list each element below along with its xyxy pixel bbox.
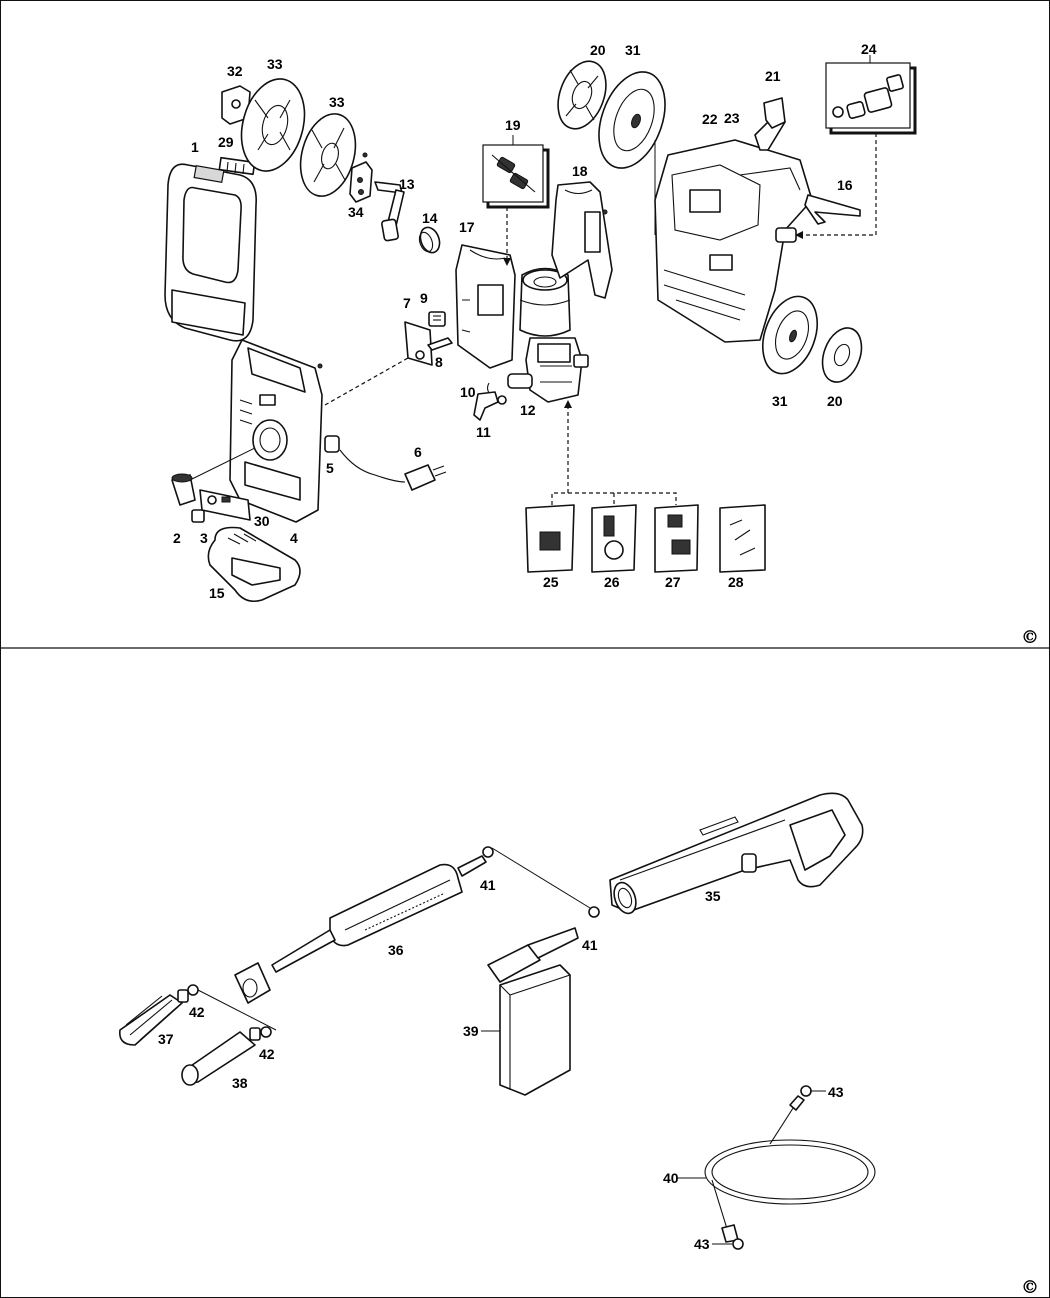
label-part-17: 17 [459, 219, 475, 235]
label-part-30: 30 [254, 513, 270, 529]
part-40-hose [704, 1095, 876, 1243]
part-17-motor-housing [455, 244, 516, 369]
part-1-front-cover [164, 163, 257, 342]
label-part-12: 12 [520, 402, 536, 418]
part-25-kit [525, 504, 575, 573]
part-9-switch [428, 311, 446, 327]
part-6-power-cord [339, 449, 447, 491]
part-14-knob [418, 226, 441, 254]
label-part-15: 15 [209, 585, 225, 601]
copyright-mark-bottom: © [1021, 1277, 1039, 1298]
part-11-valve [473, 391, 507, 421]
part-4-main-body [229, 339, 323, 523]
label-part-21: 21 [765, 68, 781, 84]
part-34-bracket [349, 161, 373, 203]
part-20-hubcap-bottom [821, 327, 863, 383]
label-part-25: 25 [543, 574, 559, 590]
label-part-37: 37 [158, 1031, 174, 1047]
part-19-carbon-brushes [482, 135, 550, 209]
label-part-7: 7 [403, 295, 411, 311]
part-24-inlet-fittings [825, 55, 917, 135]
part-35-spray-gun [609, 792, 864, 915]
part-22-chassis-frame [654, 139, 813, 343]
label-part-31-top: 31 [625, 42, 641, 58]
label-part-20-top: 20 [590, 42, 606, 58]
label-part-34: 34 [348, 204, 364, 220]
label-part-26: 26 [604, 574, 620, 590]
label-part-38: 38 [232, 1075, 248, 1091]
label-part-2: 2 [173, 530, 181, 546]
part-33-reel-disc-front [299, 113, 368, 197]
copyright-mark-top: © [1021, 627, 1039, 648]
label-part-5: 5 [326, 460, 334, 476]
motor-assembly [519, 267, 571, 337]
part-31-wheel-bottom [762, 295, 818, 375]
part-29-grille [218, 156, 256, 176]
label-part-18: 18 [572, 163, 588, 179]
part-16-strap [804, 194, 861, 225]
label-part-14: 14 [422, 210, 438, 226]
part-38-adjustable-nozzle [181, 1027, 261, 1086]
label-part-33-front: 33 [329, 94, 345, 110]
label-part-41-upper: 41 [480, 877, 496, 893]
part-15-base-handle [207, 526, 301, 603]
part-8-connector [427, 337, 453, 351]
label-part-27: 27 [665, 574, 681, 590]
part-20-hubcap-top [557, 60, 607, 130]
label-part-4: 4 [290, 530, 298, 546]
part-36-lance [234, 855, 487, 1004]
label-part-24: 24 [861, 41, 877, 57]
label-part-35: 35 [705, 888, 721, 904]
label-part-43-upper: 43 [828, 1084, 844, 1100]
part-12-pump [507, 337, 589, 403]
label-part-39: 39 [463, 1023, 479, 1039]
part-7-switch-plate [404, 321, 433, 366]
label-part-42-lower: 42 [259, 1046, 275, 1062]
label-part-20-bottom: 20 [827, 393, 843, 409]
part-5-cable-clip [324, 435, 340, 453]
label-part-9: 9 [420, 290, 428, 306]
label-part-28: 28 [728, 574, 744, 590]
label-part-42-upper: 42 [189, 1004, 205, 1020]
part-37-turbo-nozzle [118, 989, 189, 1046]
label-part-22: 22 [702, 111, 718, 127]
part-18-side-housing [551, 181, 613, 299]
part-31-wheel-top [598, 71, 666, 169]
part-21-holder [763, 97, 786, 129]
part-26-kit [591, 504, 637, 573]
label-part-3: 3 [200, 530, 208, 546]
label-part-6: 6 [414, 444, 422, 460]
part-3-clip [191, 509, 205, 523]
label-part-8: 8 [435, 354, 443, 370]
part-28-kit [719, 504, 766, 573]
part-labels-bottom: 35 36 37 38 39 40 41 41 42 42 43 43 [158, 877, 844, 1252]
label-part-23: 23 [724, 110, 740, 126]
part-13-crank-handle [374, 181, 405, 242]
part-labels-top: 1 2 3 4 5 6 7 8 9 10 11 12 13 14 15 16 1… [173, 41, 877, 601]
label-part-31-bottom: 31 [772, 393, 788, 409]
label-part-41-lower: 41 [582, 937, 598, 953]
label-part-13: 13 [399, 176, 415, 192]
inlet-connector [775, 227, 797, 243]
part-27-kit [654, 504, 699, 573]
part-39-detergent-bottle [487, 927, 579, 1096]
part-2-selector-knob [171, 473, 196, 506]
label-part-10: 10 [460, 384, 476, 400]
label-part-19: 19 [505, 117, 521, 133]
label-part-36: 36 [388, 942, 404, 958]
label-part-43-lower: 43 [694, 1236, 710, 1252]
label-part-29: 29 [218, 134, 234, 150]
part-30-label-panel [199, 489, 251, 521]
part-33-reel-disc-rear [240, 78, 306, 172]
part-10-o-ring [486, 382, 490, 394]
label-part-32: 32 [227, 63, 243, 79]
label-part-33-rear: 33 [267, 56, 283, 72]
label-part-16: 16 [837, 177, 853, 193]
label-part-40: 40 [663, 1170, 679, 1186]
label-part-1: 1 [191, 139, 199, 155]
label-part-11: 11 [476, 424, 491, 440]
